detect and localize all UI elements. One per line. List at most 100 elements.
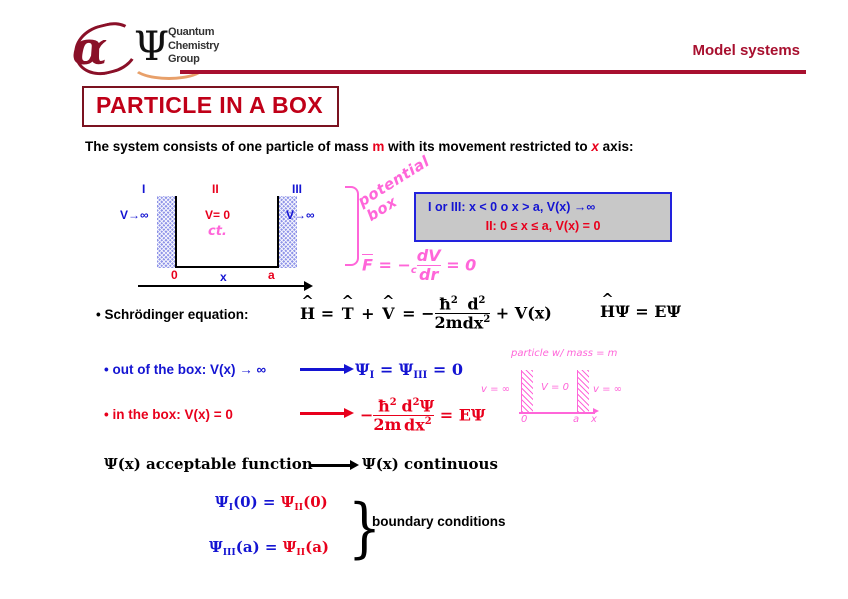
bc2-psi-iii: Ψ (209, 538, 223, 556)
intro-sentence: The system consists of one particle of m… (85, 139, 633, 154)
sketch-caption: particle w/ mass = m (511, 348, 618, 359)
dx-squared-denominator: dx2 (462, 313, 491, 333)
intro-part1: The system consists of one particle of m… (85, 139, 373, 154)
force-fraction-numerator: dV (416, 246, 441, 265)
arrow-red-icon (300, 408, 354, 418)
bc2-sub-ii: II (296, 546, 306, 558)
hamiltonian-operator-h2: H (600, 302, 615, 321)
boundary-condition-1: ΨI(0) = ΨII(0) (215, 493, 328, 513)
force-subscript-c: c (410, 265, 417, 277)
logo-wordmark: Quantum Chemistry Group (168, 26, 248, 67)
in-result-minus: − (360, 405, 374, 425)
logo-word-line2: Chemistry (168, 39, 220, 52)
acceptable-function-text: Ψ(x) acceptable function (104, 455, 313, 473)
bc1-psi-ii: Ψ (280, 493, 295, 511)
force-vector-f: F (362, 255, 373, 275)
sketch-v-middle: V = 0 (541, 382, 569, 393)
bullet-in-the-box: • in the box: V(x) = 0 (104, 407, 233, 422)
force-equals-minus: = − (378, 255, 411, 275)
continuous-function-text: Ψ(x) continuous (362, 455, 498, 473)
potential-value-left: V→∞ (120, 208, 149, 222)
potential-wall-left (157, 196, 177, 268)
d-squared-numerator: d2 (467, 294, 486, 314)
boundary-conditions-label: boundary conditions (372, 514, 506, 529)
logo-word-line1: Quantum (168, 26, 215, 38)
logo-word-line3: Group (168, 53, 200, 65)
potential-value-middle: V= 0 (205, 208, 231, 222)
sketch-wall-right (577, 370, 589, 412)
condition-outside-box: I or III: x < 0 o x > a, V(x) →∞ (428, 200, 596, 214)
axis-origin-label: 0 (171, 268, 178, 282)
bc1-psi-i: Ψ (215, 493, 229, 511)
intro-mass-symbol: m (372, 139, 385, 154)
x-axis-arrowhead-icon (304, 281, 313, 291)
sketch-floor (519, 412, 595, 414)
bc2-arg-right: (a) (305, 538, 330, 556)
x-axis-line (138, 285, 306, 287)
intro-part2: with its movement restricted to (384, 139, 592, 154)
axis-width-label: a (268, 268, 275, 282)
bc2-psi-ii: Ψ (282, 538, 297, 556)
arrow-black-icon (310, 460, 359, 469)
sketch-wall-left (521, 370, 533, 412)
eigenvalue-equation: HΨ = EΨ (600, 302, 681, 321)
condition-inside-box: II: 0 ≤ x ≤ a, V(x) = 0 (485, 219, 601, 233)
region-label-ii: II (212, 182, 219, 196)
bc1-arg-left: (0) = (233, 493, 281, 511)
boundary-conditions-brace: } (348, 491, 382, 566)
potential-value-right: V→∞ (286, 208, 315, 222)
force-result: = 0 (446, 255, 477, 275)
slide-header: α Ψ Quantum Chemistry Group Model system… (0, 0, 848, 81)
sketch-axis-arrowhead-icon (593, 408, 599, 414)
sketch-v-left: v = ∞ (481, 384, 510, 395)
bullet-out-of-box: • out of the box: V(x) → ∞ (104, 362, 267, 377)
potential-box-diagram: I II III V→∞ V= 0 V→∞ ct. 0 x a (120, 182, 340, 292)
header-divider (180, 70, 806, 74)
logo-arc-icon (130, 48, 208, 80)
hamiltonian-eq-middle: = T + V = − (321, 304, 435, 323)
force-fraction-denominator: dr (416, 264, 441, 284)
eigenvalue-equation-rhs: Ψ = EΨ (615, 302, 682, 321)
region-label-iii: III (292, 182, 303, 196)
psi-subscript-i: I (369, 369, 375, 381)
bc2-sub-iii: III (222, 546, 236, 558)
intro-axis-symbol: x (591, 139, 599, 154)
qcg-logo: α Ψ Quantum Chemistry Group (68, 17, 232, 81)
psi-subscript-iii: III (413, 369, 428, 381)
potential-wall-right (277, 196, 297, 268)
region-label-i: I (142, 182, 146, 196)
header-title: Model systems (692, 42, 800, 59)
intro-part3: axis: (598, 139, 634, 154)
arrow-blue-icon (300, 364, 354, 374)
ct-annotation: ct. (208, 224, 227, 239)
sketch-v-right: v = ∞ (593, 384, 622, 395)
in-result-equals: = EΨ (439, 405, 486, 425)
potential-conditions-box: I or III: x < 0 o x > a, V(x) →∞ II: 0 ≤… (414, 192, 672, 242)
sketch-width: a (573, 414, 580, 425)
boundary-condition-2: ΨIII(a) = ΨII(a) (209, 538, 330, 558)
logo-alpha-glyph: α (72, 21, 107, 75)
bc1-arg-right: (0) (303, 493, 328, 511)
sketch-axis: x (591, 414, 597, 425)
bc1-sub-i: I (228, 501, 234, 513)
hamiltonian-operator-h: H (300, 304, 315, 323)
sketch-origin: 0 (521, 414, 528, 425)
bc1-sub-ii: II (294, 501, 304, 513)
axis-name-label: x (220, 270, 227, 284)
bc2-arg-left: (a) = (235, 538, 283, 556)
potential-box-brace (345, 186, 359, 266)
hbar-squared-numerator: ħ2 (439, 294, 458, 314)
schrodinger-equation-label: • Schrödinger equation: (96, 307, 249, 322)
potential-box-floor (175, 266, 279, 268)
out-of-box-result: ΨI = ΨIII = 0 (355, 360, 463, 381)
page-title: PARTICLE IN A BOX (96, 92, 324, 118)
plus-potential-term: + V(x) (495, 303, 552, 323)
